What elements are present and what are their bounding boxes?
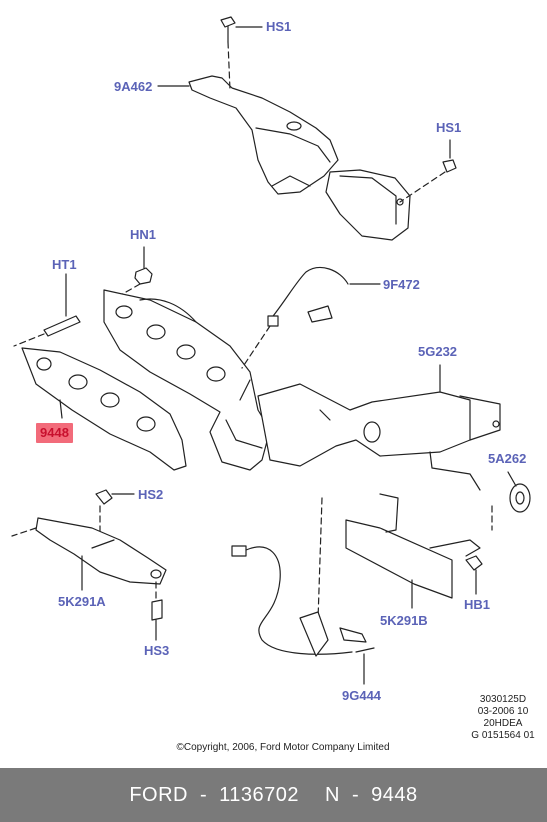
o2-sensor-9f472 <box>241 267 381 369</box>
drawing-reference-block: 3030125D 03-2006 10 20HDEA G 0151564 01 <box>466 694 540 742</box>
callout-hs2: HS2 <box>138 487 164 502</box>
callout-9g444: 9G444 <box>342 688 382 703</box>
stud-ht1 <box>13 273 81 347</box>
callout-9448-highlighted[interactable]: 9448 <box>36 423 73 443</box>
footer-brand: FORD <box>129 783 188 806</box>
footer-n-value: 9448 <box>371 783 418 806</box>
callout-9a462: 9A462 <box>114 79 153 94</box>
gasket-9448 <box>21 347 187 471</box>
bolt-hs1-right <box>399 139 457 203</box>
bracket-5a262 <box>491 471 531 531</box>
exhaust-manifold <box>103 289 271 471</box>
callout-hb1: HB1 <box>464 597 491 612</box>
reference-line-2: 03-2006 10 <box>477 706 529 717</box>
heat-shield-5k291a <box>11 517 167 591</box>
part-number-footer: FORD - 1136702 N - 9448 <box>0 768 547 822</box>
bolt-hs1-top <box>220 16 263 43</box>
heat-shield-9a462 <box>157 41 411 241</box>
o2-sensor-9g444 <box>231 545 375 685</box>
reference-line-1: 3030125D <box>479 694 527 705</box>
bolt-hs2 <box>95 489 135 541</box>
callout-ht1: HT1 <box>52 257 77 272</box>
footer-n-label: N <box>325 783 340 806</box>
callout-hs1-top: HS1 <box>266 19 292 34</box>
reference-line-4: G 0151564 01 <box>471 730 535 741</box>
callout-5k291b: 5K291B <box>380 613 428 628</box>
bolt-hs3 <box>151 581 163 641</box>
reference-line-3: 20HDEA <box>483 718 523 729</box>
callout-5g232: 5G232 <box>418 344 458 359</box>
callout-hs1-right: HS1 <box>436 120 462 135</box>
heat-shield-5k291b <box>317 493 481 621</box>
callout-5k291a: 5K291A <box>58 594 106 609</box>
footer-separator: - <box>199 783 208 806</box>
copyright-notice: ©Copyright, 2006, Ford Motor Company Lim… <box>176 742 390 753</box>
callout-9f472: 9F472 <box>383 277 420 292</box>
footer-separator-2: - <box>352 783 360 806</box>
callout-hn1: HN1 <box>130 227 157 242</box>
bolt-hb1 <box>465 555 483 595</box>
footer-part-number: 1136702 <box>219 783 300 806</box>
catalytic-converter-5g232 <box>257 364 501 491</box>
exploded-parts-diagram <box>11 16 531 685</box>
callout-5a262: 5A262 <box>488 451 527 466</box>
nut-hn1 <box>111 246 153 301</box>
callout-hs3: HS3 <box>144 643 170 658</box>
